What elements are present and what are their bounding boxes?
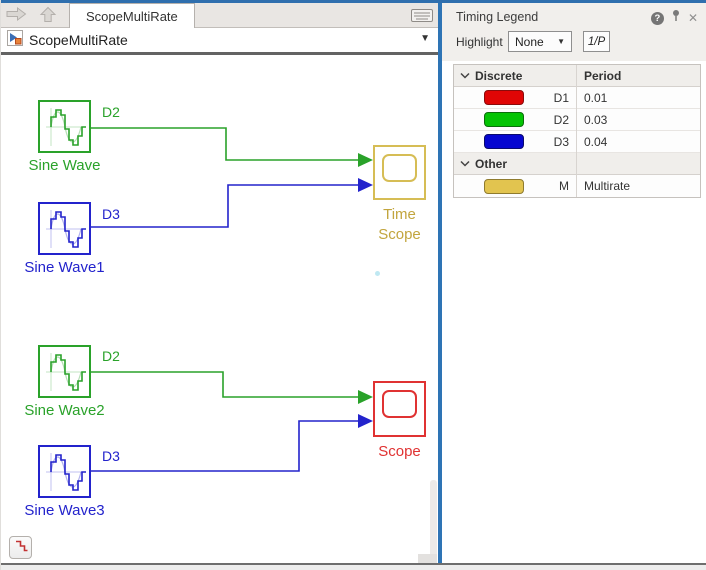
scope-screen-icon (382, 390, 417, 418)
up-arrow-icon (39, 6, 57, 28)
wire-sinewave-to-timescope[interactable] (91, 127, 373, 167)
rate-period: Multirate (576, 175, 700, 197)
block-label-sine-wave3[interactable]: Sine Wave3 (24, 502, 105, 519)
document-tab-bar: ScopeMultiRate (1, 3, 438, 28)
rate-period: 0.03 (576, 108, 700, 131)
legend-row-d2[interactable]: D2 0.03 (454, 108, 700, 131)
pin-icon[interactable] (671, 9, 681, 27)
breadcrumb-dropdown-caret[interactable]: ▼ (420, 33, 430, 44)
period-column-empty (576, 152, 700, 175)
help-icon[interactable]: ? (650, 11, 664, 25)
close-icon[interactable]: ✕ (687, 10, 698, 25)
model-canvas[interactable]: Sine Wave D2 Sine Wave1 D3 Time Scope (1, 55, 438, 563)
forward-button[interactable] (3, 7, 29, 26)
rate-color-swatch-multirate (484, 178, 524, 194)
block-sine-wave[interactable] (38, 100, 91, 153)
rate-period: 0.01 (576, 86, 700, 109)
panel-title: Timing Legend (456, 10, 539, 24)
period-column-header: Period (576, 64, 700, 87)
breadcrumb-model-name: ScopeMultiRate (29, 32, 128, 48)
rate-annotation-d3: D3 (102, 448, 120, 464)
highlight-dropdown[interactable]: None ▼ (508, 31, 572, 52)
rate-annotation-d2: D2 (102, 104, 120, 120)
block-label-time-scope[interactable]: Time Scope (378, 206, 421, 243)
sine-wave-icon (46, 108, 86, 146)
block-sine-wave1[interactable] (38, 202, 91, 255)
rate-display-toggle-button[interactable]: 1/P (583, 31, 610, 52)
rate-label: D2 (553, 112, 569, 127)
annotation-dot (375, 271, 380, 276)
sample-time-legend-badge[interactable] (9, 536, 32, 559)
rate-period: 0.04 (576, 130, 700, 153)
highlight-dropdown-value: None (515, 34, 544, 49)
highlight-label: Highlight (456, 35, 503, 49)
wire-sinewave2-to-scope[interactable] (91, 371, 373, 404)
legend-row-multirate[interactable]: M Multirate (454, 175, 700, 197)
dropdown-caret-icon: ▼ (557, 37, 565, 46)
wire-sinewave1-to-timescope[interactable] (91, 178, 373, 228)
rate-color-swatch-d1 (484, 90, 524, 105)
window-top-accent (1, 0, 706, 3)
rate-color-swatch-d3 (484, 134, 524, 149)
block-sine-wave3[interactable] (38, 445, 91, 498)
legend-row-d1[interactable]: D1 0.01 (454, 86, 700, 109)
rate-label: D1 (553, 90, 569, 105)
block-time-scope[interactable] (373, 145, 426, 200)
scope-screen-icon (382, 154, 417, 182)
tab-scopemultirate[interactable]: ScopeMultiRate (69, 3, 195, 28)
rate-label: D3 (553, 134, 569, 149)
sample-time-stairs-icon (13, 538, 28, 558)
rate-annotation-d2: D2 (102, 348, 120, 364)
keyboard-shortcuts-button[interactable] (411, 9, 433, 27)
block-label-sine-wave2[interactable]: Sine Wave2 (24, 402, 105, 419)
section-name: Discrete (475, 68, 523, 83)
breadcrumb[interactable]: ScopeMultiRate ▼ (1, 28, 438, 52)
legend-row-d3[interactable]: D3 0.04 (454, 130, 700, 153)
chevron-down-icon[interactable] (454, 72, 475, 79)
timing-legend-header (442, 3, 706, 61)
block-sine-wave2[interactable] (38, 345, 91, 398)
wire-sinewave3-to-scope[interactable] (91, 414, 373, 472)
sine-wave-icon (46, 210, 86, 248)
canvas-vertical-scrollbar[interactable] (430, 480, 437, 558)
signal-wires (91, 127, 373, 472)
sine-wave-icon (46, 453, 86, 491)
section-name: Other (475, 156, 508, 171)
rate-annotation-d3: D3 (102, 206, 120, 222)
rate-color-swatch-d2 (484, 112, 524, 127)
block-scope[interactable] (373, 381, 426, 437)
timing-legend-panel: Timing Legend ? ✕ Highlight None ▼ 1/P (442, 3, 706, 563)
legend-section-discrete[interactable]: Discrete Period (454, 64, 700, 87)
status-bar (1, 563, 706, 570)
block-label-sine-wave[interactable]: Sine Wave (28, 157, 101, 174)
forward-arrow-icon (5, 6, 28, 27)
timing-legend-table: Discrete Period D1 0.01 D2 0.03 D3 0.04 (453, 64, 701, 198)
canvas-scrollbar-corner[interactable] (418, 554, 437, 563)
panel-splitter[interactable] (438, 3, 442, 563)
block-label-sine-wave1[interactable]: Sine Wave1 (24, 259, 105, 276)
rate-label: M (559, 179, 569, 193)
canvas-top-border (1, 52, 438, 55)
up-to-parent-button[interactable] (35, 6, 61, 28)
tab-label: ScopeMultiRate (86, 8, 178, 24)
keyboard-icon (411, 9, 433, 26)
sine-wave-icon (46, 353, 86, 391)
legend-section-other[interactable]: Other (454, 152, 700, 175)
block-label-scope[interactable]: Scope (378, 443, 421, 460)
chevron-down-icon[interactable] (454, 160, 475, 167)
model-icon (7, 29, 23, 51)
